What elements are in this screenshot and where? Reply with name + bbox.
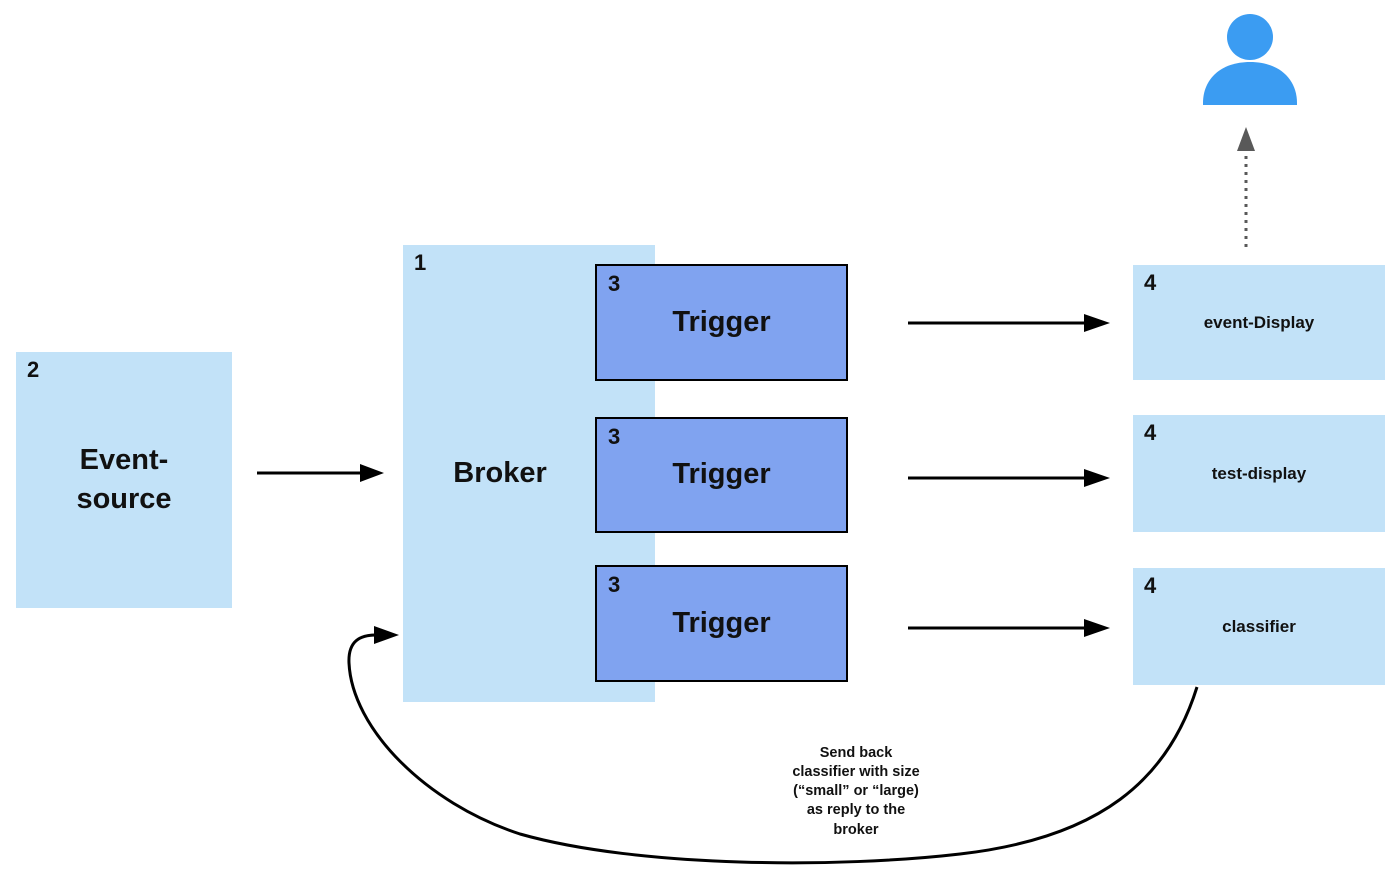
- node-trigger-1: 3 Trigger: [595, 264, 848, 381]
- node-trigger-1-number: 3: [608, 271, 621, 296]
- node-trigger-3-label: Trigger: [672, 606, 771, 639]
- node-event-source: 2 Event-source: [16, 352, 232, 608]
- node-test-display-label: test-display: [1211, 463, 1307, 483]
- arrow-trigger2-to-test-display: [908, 469, 1110, 487]
- reply-annotation: Send back classifier with size (“small” …: [792, 745, 920, 838]
- node-classifier-number: 4: [1144, 573, 1157, 598]
- person-icon: [1203, 14, 1297, 105]
- node-broker-number: 1: [414, 250, 427, 275]
- node-trigger-3: 3 Trigger: [595, 565, 848, 682]
- node-trigger-2: 3 Trigger: [595, 417, 848, 533]
- arrow-event-display-to-person-dotted: [1237, 127, 1255, 247]
- node-trigger-3-number: 3: [608, 572, 621, 597]
- node-event-display-label: event-Display: [1203, 312, 1315, 332]
- node-classifier-label: classifier: [1222, 616, 1296, 636]
- node-event-display-number: 4: [1144, 270, 1157, 295]
- node-test-display-number: 4: [1144, 420, 1157, 445]
- node-event-display: 4 event-Display: [1133, 265, 1385, 380]
- node-broker-label: Broker: [453, 456, 547, 489]
- node-test-display: 4 test-display: [1133, 415, 1385, 532]
- arrow-trigger1-to-event-display: [908, 314, 1110, 332]
- node-trigger-2-number: 3: [608, 424, 621, 449]
- node-event-source-number: 2: [27, 357, 40, 382]
- arrow-event-source-to-broker: [257, 464, 384, 482]
- node-event-source-label: Event-source: [76, 443, 172, 515]
- node-classifier: 4 classifier: [1133, 568, 1385, 685]
- arrow-trigger3-to-classifier: [908, 619, 1110, 637]
- node-trigger-2-label: Trigger: [672, 458, 771, 491]
- node-trigger-1-label: Trigger: [672, 305, 771, 338]
